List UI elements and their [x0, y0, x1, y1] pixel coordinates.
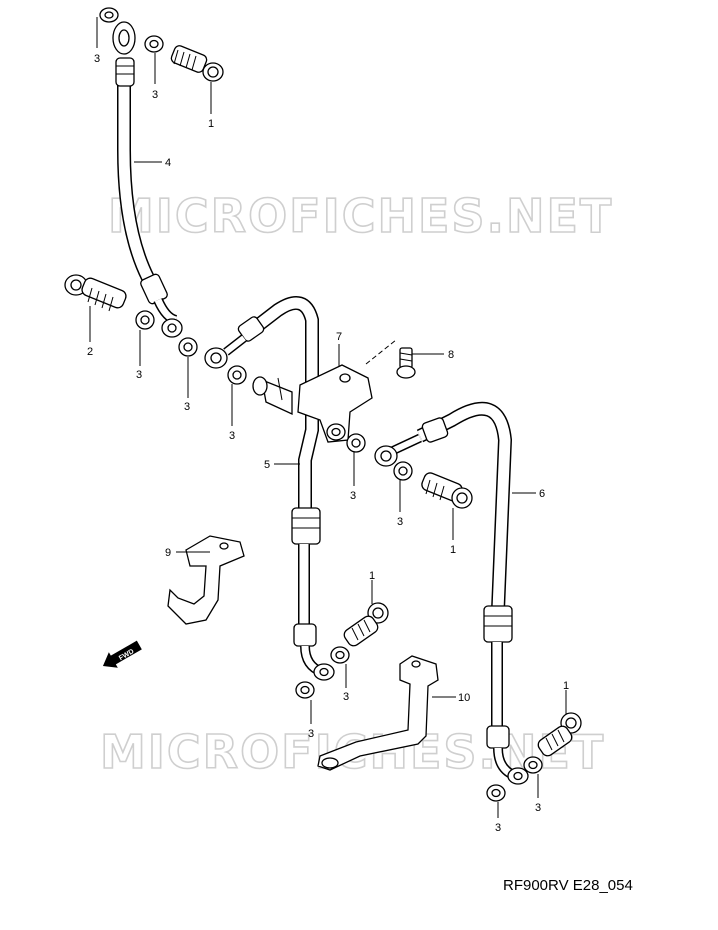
callout-5: 5: [264, 459, 270, 471]
washer-center-2: [346, 433, 366, 453]
brake-hose-6: [374, 401, 529, 785]
watermark-top: MICROFICHES.NET: [108, 189, 613, 243]
callout-3: 3: [94, 53, 100, 65]
callout-3: 3: [495, 822, 501, 834]
bolt-8-guide: [365, 339, 397, 365]
union-bolt-2: [64, 274, 127, 312]
callout-3: 3: [343, 691, 349, 703]
washer-top-2: [144, 35, 164, 53]
diagram-code: RF900RV E28_054: [503, 877, 633, 894]
callout-1: 1: [208, 118, 214, 130]
washer-center-1: [227, 365, 247, 385]
callout-8: 8: [448, 349, 454, 361]
callout-3: 3: [308, 728, 314, 740]
callouts: 3 3 1 4 2 3 3 7 8 3 5 3 3 6 1 9 1 3 3 10…: [87, 53, 569, 834]
leader-lines: [89, 17, 567, 818]
callout-9: 9: [165, 547, 171, 559]
callout-10: 10: [458, 692, 470, 704]
union-bolt-center: [343, 602, 389, 647]
brake-hose-4: [112, 21, 183, 338]
callout-3: 3: [184, 401, 190, 413]
brake-hose-5: [204, 296, 335, 681]
bolt-8: [396, 347, 416, 379]
washer-mid-1: [135, 310, 155, 330]
callout-3: 3: [136, 369, 142, 381]
washer-lower-2: [295, 681, 315, 699]
union-bolt-top: [170, 45, 224, 82]
callout-4: 4: [165, 157, 171, 169]
washer-bottom-2: [486, 784, 506, 802]
bracket-9: [167, 535, 245, 625]
callout-3: 3: [152, 89, 158, 101]
callout-3: 3: [535, 802, 541, 814]
callout-6: 6: [539, 488, 545, 500]
callout-1: 1: [450, 544, 456, 556]
washer-mid-2: [178, 337, 198, 357]
callout-3: 3: [229, 430, 235, 442]
forward-arrow-icon: FWD: [102, 640, 142, 668]
washer-lower-1: [330, 646, 350, 664]
washer-bottom-1: [523, 756, 543, 774]
callout-3: 3: [397, 516, 403, 528]
washer-right-1: [393, 461, 413, 481]
bracket-10: [317, 655, 439, 771]
callout-1: 1: [563, 680, 569, 692]
callout-1: 1: [369, 570, 375, 582]
three-way-joint-7: [252, 364, 373, 443]
washer-top-1: [99, 7, 119, 23]
union-bolt-right: [421, 472, 473, 509]
callout-3: 3: [350, 490, 356, 502]
callout-2: 2: [87, 346, 93, 358]
callout-7: 7: [336, 331, 342, 343]
union-bolt-right-lower: [537, 712, 582, 757]
